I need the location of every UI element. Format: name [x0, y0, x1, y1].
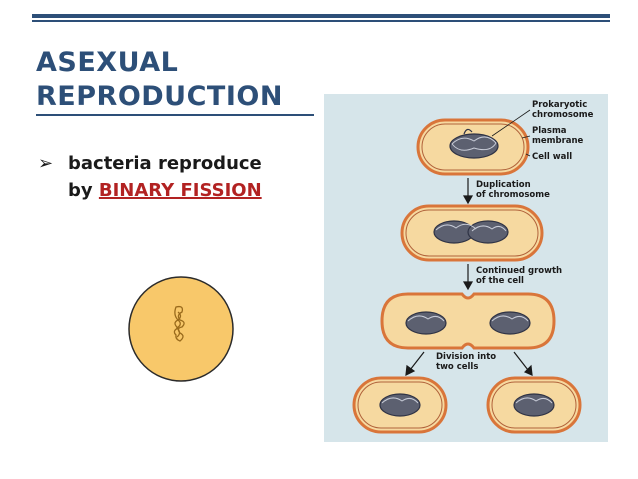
- step1-line-2: of chromosome: [476, 190, 550, 200]
- daughter-cell-left: [354, 378, 446, 432]
- bacterium-body: [129, 277, 233, 381]
- bacterium-illustration: [126, 274, 236, 384]
- top-rule-thin: [32, 20, 610, 22]
- binary-fission-term: BINARY FISSION: [99, 180, 262, 201]
- title-line-1: ASEXUAL: [36, 47, 178, 78]
- slide-title: ASEXUAL REPRODUCTION: [36, 46, 283, 114]
- cell-stage-2: [402, 206, 542, 260]
- cell-stage-1: [418, 120, 528, 174]
- bullet-by: by: [68, 180, 99, 201]
- step2-line-1: Continued growth: [476, 266, 562, 276]
- bullet-line-1: bacteria reproduce: [68, 153, 262, 174]
- label-membrane-2: membrane: [532, 136, 584, 146]
- label-chromosome-2: chromosome: [532, 110, 594, 120]
- title-underline: [36, 114, 314, 116]
- label-membrane-1: Plasma: [532, 126, 567, 136]
- step3-line-2: two cells: [436, 362, 478, 372]
- step3-line-1: Division into: [436, 352, 496, 362]
- binary-fission-diagram: Prokaryotic chromosome Plasma membrane C…: [324, 94, 608, 442]
- top-rule-thick: [32, 14, 610, 18]
- label-chromosome-1: Prokaryotic: [532, 100, 587, 110]
- step1-line-1: Duplication: [476, 180, 531, 190]
- cell-stage-3: [382, 294, 554, 348]
- daughter-cell-right: [488, 378, 580, 432]
- title-line-2: REPRODUCTION: [36, 81, 283, 112]
- label-cell-wall: Cell wall: [532, 152, 572, 162]
- arrow-bullet-icon: ➢: [38, 150, 53, 177]
- step2-line-2: of the cell: [476, 276, 524, 286]
- bullet-text: bacteria reproduce by BINARY FISSION: [68, 150, 262, 204]
